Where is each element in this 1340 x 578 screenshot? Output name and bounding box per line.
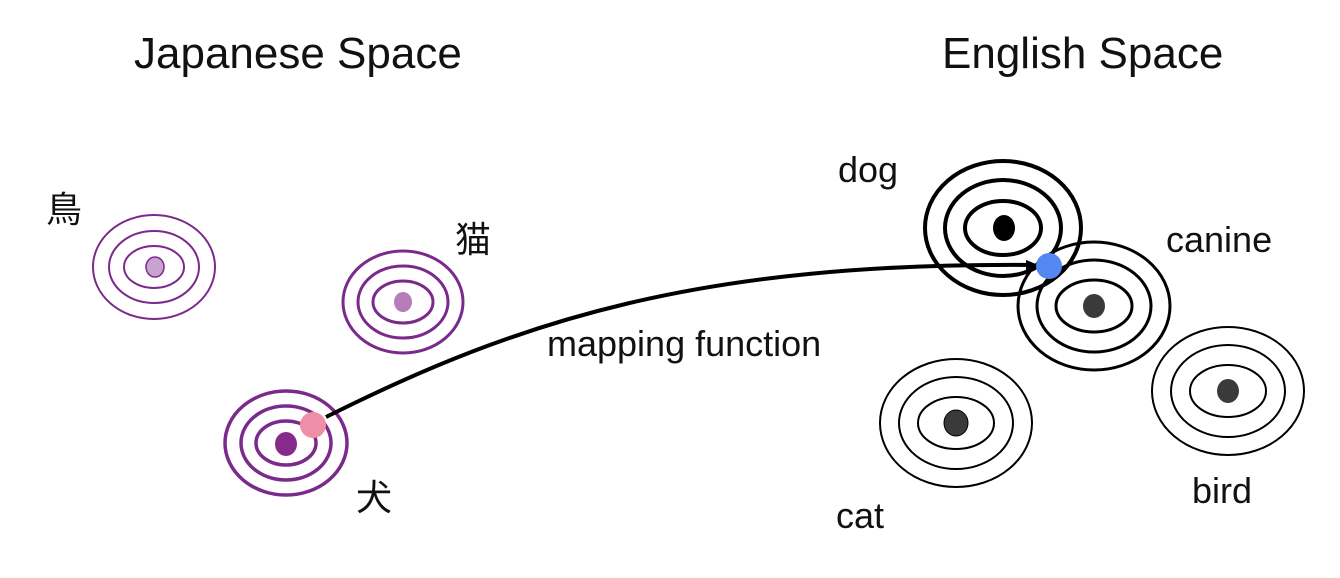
word-point-inu bbox=[275, 432, 297, 456]
label-cat: cat bbox=[836, 495, 884, 536]
source-point bbox=[300, 412, 326, 438]
mapping-function-arrow bbox=[325, 265, 1034, 419]
label-inu: 犬 bbox=[356, 478, 392, 519]
word-point-neko bbox=[394, 292, 412, 312]
japanese-cluster-tori bbox=[92, 214, 216, 320]
word-point-canine bbox=[1083, 294, 1105, 318]
japanese-cluster-inu bbox=[223, 389, 349, 497]
word-point-tori bbox=[145, 256, 165, 278]
english-cluster-cat bbox=[879, 358, 1033, 488]
english-cluster-canine bbox=[1016, 240, 1172, 372]
word-point-cat bbox=[943, 409, 969, 437]
japanese-space-title: Japanese Space bbox=[134, 29, 462, 78]
english-cluster-bird bbox=[1151, 326, 1305, 456]
english-space-title: English Space bbox=[942, 29, 1223, 78]
label-tori: 鳥 bbox=[46, 190, 82, 231]
label-canine: canine bbox=[1166, 219, 1272, 260]
japanese-cluster-neko bbox=[341, 249, 465, 355]
word-point-bird bbox=[1217, 379, 1239, 403]
english-cluster-dog bbox=[923, 159, 1083, 297]
mapping-function-label: mapping function bbox=[547, 323, 821, 364]
label-bird: bird bbox=[1192, 470, 1252, 511]
word-point-dog bbox=[993, 215, 1015, 241]
label-dog: dog bbox=[838, 149, 898, 190]
label-neko: 猫 bbox=[455, 220, 491, 261]
target-point bbox=[1036, 253, 1062, 279]
